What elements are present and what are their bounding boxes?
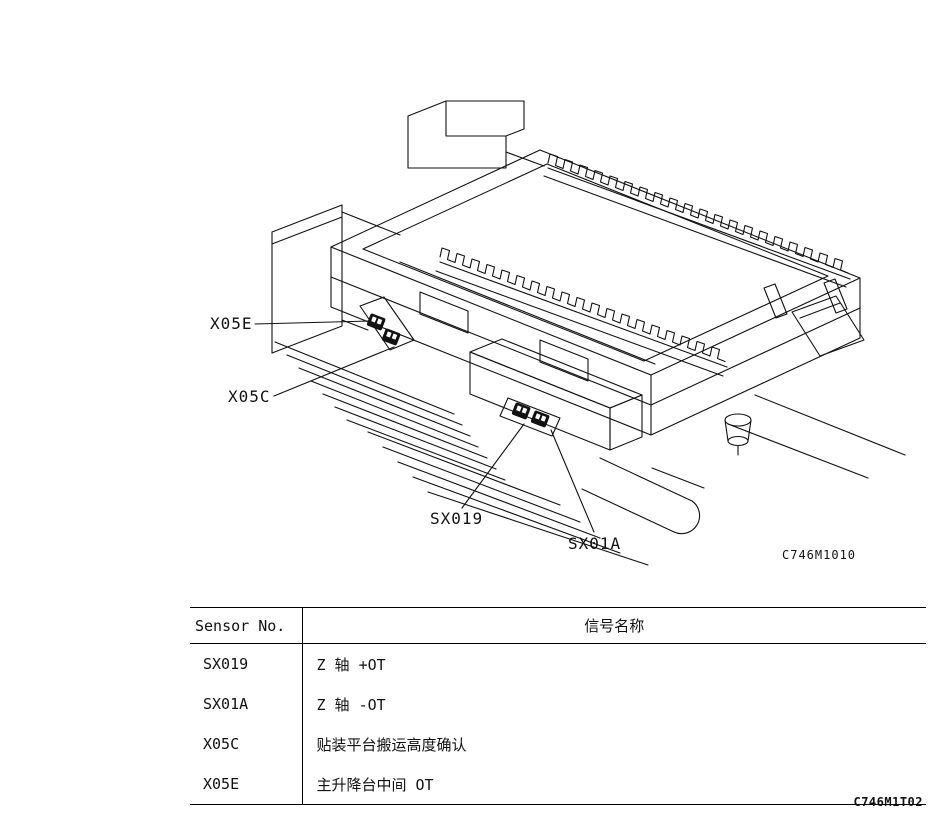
- header-signal-name: 信号名称: [302, 607, 926, 644]
- cell-sensor-no: SX01A: [190, 684, 303, 724]
- table-row: SX01A Z 轴 -OT: [190, 684, 926, 724]
- sensor-blocks: [359, 296, 561, 437]
- sensor-sx01a-block: [530, 410, 550, 428]
- label-sx019: SX019: [430, 509, 484, 528]
- figure-code: C746M1010: [782, 548, 857, 562]
- cell-signal-name: Z 轴 -OT: [316, 695, 386, 714]
- cell-sensor-no: X05C: [190, 724, 303, 764]
- label-sx01a: SX01A: [568, 534, 622, 553]
- cell-signal-name: Z 轴 +OT: [316, 655, 386, 674]
- cell-signal-name: 贴装平台搬运高度确认: [316, 735, 467, 754]
- sensor-x05e-block: [366, 313, 386, 331]
- cell-signal-name: 主升降台中间 OT: [302, 764, 926, 805]
- sensor-table: Sensor No. 信号名称 SX019 Z 轴 +OT SX01A Z 轴 …: [190, 607, 926, 805]
- sensor-x05c-block: [381, 328, 401, 346]
- cell-sensor-no: X05E: [190, 764, 303, 805]
- table-row: X05C 贴装平台搬运高度确认: [190, 724, 926, 764]
- machine-figure: X05E X05C SX019 SX01A C746M1010: [210, 100, 906, 566]
- cell-sensor-no: SX019: [190, 643, 303, 684]
- machine-body: [271, 100, 861, 451]
- hatch-lines: [274, 341, 649, 566]
- rack-gears: [435, 153, 851, 377]
- sensor-sx019-block: [511, 402, 531, 420]
- table-row: SX019 Z 轴 +OT: [190, 643, 926, 684]
- header-sensor-no: Sensor No.: [190, 607, 303, 644]
- leader-lines: [254, 320, 595, 533]
- label-x05c: X05C: [228, 387, 271, 406]
- machine-drawing: [254, 100, 906, 566]
- table-header-row: Sensor No. 信号名称: [190, 607, 926, 644]
- label-x05e: X05E: [210, 314, 253, 333]
- page-code: C746M1T02: [853, 795, 923, 809]
- right-side-details: [581, 278, 906, 535]
- table-row: X05E 主升降台中间 OT: [190, 764, 926, 805]
